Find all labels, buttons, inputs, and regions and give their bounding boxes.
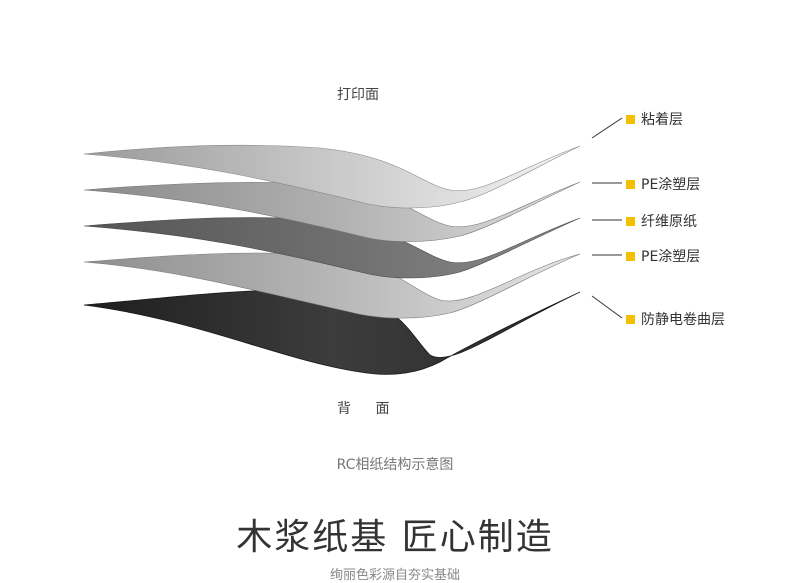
print-side-label: 打印面 [337, 87, 379, 103]
layer-label-text: 粘着层 [641, 112, 683, 128]
leader-line-anti-static [591, 295, 623, 319]
diagram-caption: RC相纸结构示意图 [336, 457, 454, 473]
headline: 木浆纸基 匠心制造 [236, 517, 554, 558]
layer-label-text: 纤维原纸 [641, 214, 697, 230]
bullet-marker [626, 179, 635, 189]
layer-label-pe-top: PE涂塑层 [626, 174, 700, 194]
bullet-marker [626, 114, 635, 124]
bullet-marker [626, 314, 635, 324]
layer-label-text: 防静电卷曲层 [641, 312, 725, 328]
layer-sheet-adhesive [83, 144, 581, 209]
layer-label-text: PE涂塑层 [641, 177, 701, 193]
layer-label-anti-static: 防静电卷曲层 [626, 309, 725, 329]
bullet-marker [626, 251, 635, 261]
layer-label-text: PE涂塑层 [641, 249, 701, 265]
subheadline: 绚丽色彩源自夯实基础 [329, 568, 460, 583]
leader-line-adhesive [591, 117, 623, 139]
back-side-label: 背 面 [337, 401, 400, 417]
layer-label-pe-bottom: PE涂塑层 [626, 246, 700, 266]
layer-label-fiber-paper: 纤维原纸 [626, 211, 697, 231]
bullet-marker [626, 216, 635, 226]
layer-label-adhesive: 粘着层 [626, 109, 683, 129]
